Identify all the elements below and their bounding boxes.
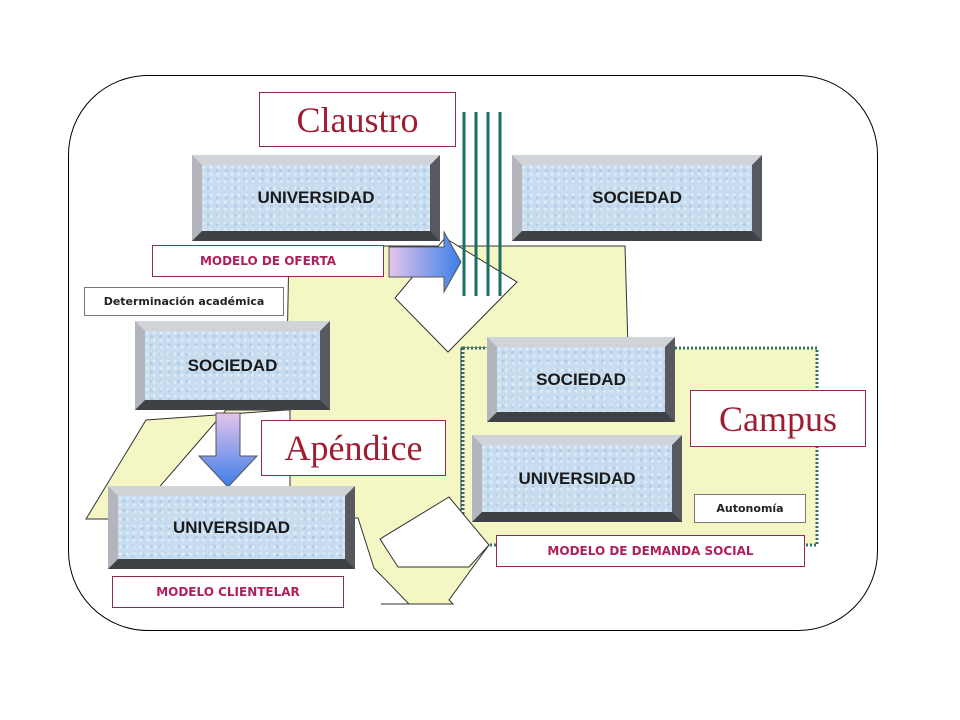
wall-stripes: [462, 112, 502, 296]
autonomia-text: Autonomía: [716, 502, 784, 515]
modelo-oferta-label: MODELO DE OFERTA: [152, 245, 384, 277]
sociedad-left-text: SOCIEDAD: [187, 355, 278, 375]
apendice-text: Apéndice: [284, 428, 423, 468]
universidad-right-text: UNIVERSIDAD: [518, 468, 636, 488]
universidad-left-text: UNIVERSIDAD: [172, 517, 291, 537]
sociedad-right-text: SOCIEDAD: [536, 369, 626, 389]
autonomia-label: Autonomía: [694, 494, 806, 523]
universidad-box-left: UNIVERSIDAD: [108, 486, 355, 569]
modelo-demanda-label: MODELO DE DEMANDA SOCIAL: [496, 535, 805, 567]
modelo-clientelar-label: MODELO CLIENTELAR: [112, 576, 344, 608]
claustro-label: Claustro: [259, 92, 456, 147]
sociedad-box-right: SOCIEDAD: [487, 337, 675, 422]
sociedad-box-top: SOCIEDAD: [512, 155, 762, 241]
modelo-oferta-text: MODELO DE OFERTA: [199, 254, 337, 268]
campus-label: Campus: [690, 390, 866, 447]
determinacion-label: Determinación académica: [84, 287, 284, 316]
determinacion-text: Determinación académica: [103, 295, 265, 308]
universidad-box-right: UNIVERSIDAD: [472, 435, 682, 522]
outer-rounded-frame: [68, 75, 878, 631]
modelo-demanda-text: MODELO DE DEMANDA SOCIAL: [547, 544, 754, 558]
modelo-clientelar-text: MODELO CLIENTELAR: [156, 585, 300, 599]
diamond-notch-bottom: [379, 496, 490, 568]
claustro-text: Claustro: [296, 99, 419, 140]
clientelar-arrow-down: [197, 412, 259, 488]
sociedad-top-text: SOCIEDAD: [592, 188, 682, 207]
universidad-box-top: UNIVERSIDAD: [192, 155, 440, 241]
apendice-label: Apéndice: [261, 420, 446, 476]
sociedad-box-left: SOCIEDAD: [135, 321, 330, 410]
oferta-arrow-right: [388, 230, 462, 294]
campus-text: Campus: [718, 398, 837, 439]
universidad-top-text: UNIVERSIDAD: [257, 188, 375, 207]
